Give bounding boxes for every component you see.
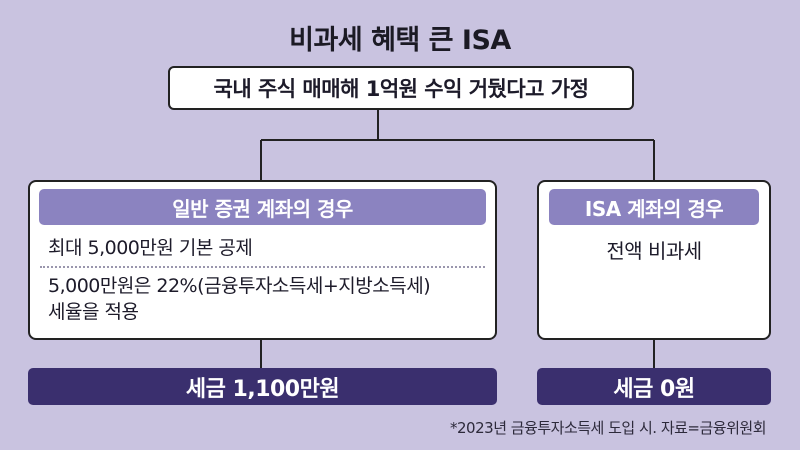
basic-deduction-text: 최대 5,000만원 기본 공제: [48, 237, 253, 259]
row-divider: [40, 266, 485, 268]
isa-tax-exempt-text: 전액 비과세: [606, 239, 702, 263]
isa-tax-result-text: 세금 0원: [613, 376, 695, 402]
premise-text: 국내 주식 매매해 1억원 수익 거뒀다고 가정: [213, 77, 589, 101]
general-account-header: 일반 증권 계좌의 경우: [39, 189, 486, 225]
isa-tax-result: 세금 0원: [537, 368, 771, 405]
general-tax-result: 세금 1,100만원: [28, 368, 497, 405]
general-tax-result-text: 세금 1,100만원: [185, 376, 340, 402]
tax-rate-text-line2: 세율을 적용: [48, 301, 139, 323]
general-account-header-text: 일반 증권 계좌의 경우: [172, 196, 353, 221]
premise-box: 국내 주식 매매해 1억원 수익 거뒀다고 가정: [168, 66, 634, 110]
source-footnote: *2023년 금융투자소득세 도입 시. 자료=금융위원회: [450, 419, 766, 437]
isa-account-box: ISA 계좌의 경우 전액 비과세: [537, 180, 771, 340]
tax-rate-text-line1: 5,000만원은 22%(금융투자소득세+지방소득세): [48, 275, 431, 297]
isa-account-header-text: ISA 계좌의 경우: [584, 196, 724, 221]
general-account-box: 일반 증권 계좌의 경우 최대 5,000만원 기본 공제 5,000만원은 2…: [28, 180, 497, 340]
diagram-title: 비과세 혜택 큰 ISA: [289, 25, 511, 56]
isa-account-header: ISA 계좌의 경우: [549, 189, 759, 225]
